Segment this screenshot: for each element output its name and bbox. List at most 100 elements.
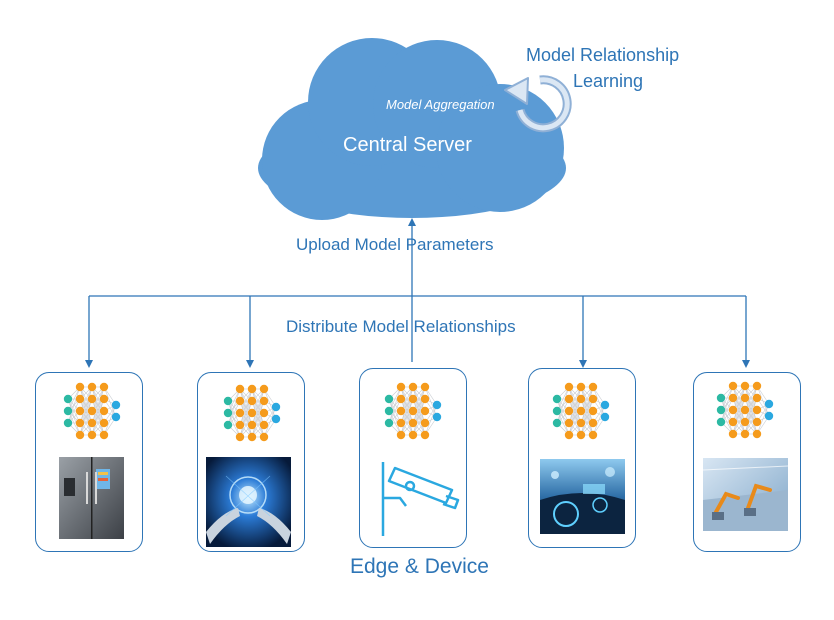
network-node: [716, 393, 726, 403]
neural-network-icon: [552, 382, 610, 440]
network-node: [384, 394, 394, 404]
network-node: [235, 396, 245, 406]
distribute-label: Distribute Model Relationships: [286, 317, 516, 336]
network-node: [420, 394, 430, 404]
network-node: [396, 382, 406, 392]
network-node: [764, 411, 774, 421]
network-node: [223, 420, 233, 430]
network-node: [728, 393, 738, 403]
network-node: [63, 394, 73, 404]
relationship-learning-line1: Model Relationship: [526, 45, 680, 65]
network-node: [235, 420, 245, 430]
network-node: [247, 396, 257, 406]
factory-robot-photo: [702, 458, 789, 531]
network-node: [728, 417, 738, 427]
network-node: [728, 381, 738, 391]
network-node: [752, 429, 762, 439]
network-node: [87, 406, 97, 416]
network-node: [87, 382, 97, 392]
network-node: [728, 405, 738, 415]
central-server-title: Central Server: [343, 134, 472, 156]
network-node: [396, 394, 406, 404]
network-node: [408, 406, 418, 416]
network-node: [588, 382, 598, 392]
network-node: [716, 405, 726, 415]
network-node: [432, 412, 442, 422]
network-node: [235, 432, 245, 442]
network-node: [740, 393, 750, 403]
network-node: [75, 418, 85, 428]
network-node: [576, 382, 586, 392]
network-node: [235, 408, 245, 418]
network-node: [600, 400, 610, 410]
network-node: [223, 408, 233, 418]
network-node: [63, 406, 73, 416]
network-node: [408, 382, 418, 392]
network-node: [99, 418, 109, 428]
network-node: [259, 408, 269, 418]
network-node: [600, 412, 610, 422]
network-node: [740, 417, 750, 427]
smart-fridge-photo: [59, 457, 124, 539]
upload-label: Upload Model Parameters: [296, 235, 494, 254]
network-node: [420, 406, 430, 416]
neural-network-icon: [223, 384, 281, 442]
network-node: [111, 400, 121, 410]
network-node: [99, 430, 109, 440]
network-node: [552, 394, 562, 404]
network-node: [576, 406, 586, 416]
network-node: [564, 418, 574, 428]
network-node: [87, 418, 97, 428]
cloud-shape: [258, 38, 566, 220]
circular-arrow-icon: [504, 75, 572, 133]
network-node: [752, 393, 762, 403]
network-node: [247, 432, 257, 442]
network-node: [588, 418, 598, 428]
network-node: [552, 406, 562, 416]
network-node: [396, 406, 406, 416]
network-node: [99, 382, 109, 392]
network-node: [87, 430, 97, 440]
network-node: [576, 418, 586, 428]
network-node: [420, 430, 430, 440]
network-node: [420, 382, 430, 392]
network-node: [75, 382, 85, 392]
network-node: [396, 418, 406, 428]
relationship-learning-line2: Learning: [573, 71, 644, 91]
network-node: [588, 394, 598, 404]
network-node: [87, 394, 97, 404]
network-node: [716, 417, 726, 427]
network-node: [99, 406, 109, 416]
network-node: [764, 399, 774, 409]
network-node: [247, 384, 257, 394]
network-node: [752, 405, 762, 415]
neural-network-icon: [384, 382, 442, 440]
robot-hands-photo: [206, 457, 291, 547]
network-node: [564, 394, 574, 404]
network-node: [259, 396, 269, 406]
network-node: [740, 381, 750, 391]
network-node: [576, 430, 586, 440]
network-node: [588, 430, 598, 440]
network-node: [271, 414, 281, 424]
network-node: [259, 432, 269, 442]
network-node: [408, 430, 418, 440]
network-node: [752, 381, 762, 391]
network-node: [728, 429, 738, 439]
network-node: [384, 418, 394, 428]
network-node: [259, 384, 269, 394]
network-node: [752, 417, 762, 427]
network-node: [552, 418, 562, 428]
network-node: [564, 430, 574, 440]
network-node: [259, 420, 269, 430]
network-node: [223, 396, 233, 406]
network-node: [235, 384, 245, 394]
network-node: [396, 430, 406, 440]
network-node: [75, 430, 85, 440]
network-node: [271, 402, 281, 412]
model-aggregation-label: Model Aggregation: [386, 97, 495, 112]
network-node: [576, 394, 586, 404]
network-node: [247, 408, 257, 418]
